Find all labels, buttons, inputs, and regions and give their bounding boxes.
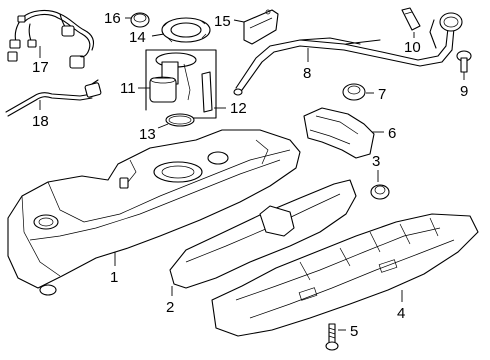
callout-14: 14 xyxy=(129,29,146,46)
vent-line-part xyxy=(5,79,102,117)
heat-shield-part xyxy=(303,107,375,159)
callout-16: 16 xyxy=(104,10,121,27)
lock-ring-part xyxy=(161,17,211,43)
bolt-9-part xyxy=(456,50,472,73)
callout-5: 5 xyxy=(350,323,358,340)
bolt-5-part xyxy=(325,323,339,351)
fuel-pump-seal-part xyxy=(165,113,195,127)
wiring-harness-part xyxy=(7,9,95,69)
callout-12: 12 xyxy=(230,100,247,117)
fuel-pump-assembly-part xyxy=(145,49,217,119)
callout-11: 11 xyxy=(120,80,136,97)
callout-7: 7 xyxy=(378,86,386,103)
callout-9: 9 xyxy=(460,83,468,100)
callout-8: 8 xyxy=(303,65,311,82)
fuel-tank-part xyxy=(7,129,301,296)
callout-1: 1 xyxy=(110,269,118,286)
skid-plate-part xyxy=(211,213,479,337)
callout-13: 13 xyxy=(139,126,156,143)
callout-18: 18 xyxy=(32,113,49,130)
callout-15: 15 xyxy=(214,13,231,30)
clip-part xyxy=(342,83,366,101)
bracket-part xyxy=(243,9,279,45)
nut-part xyxy=(370,184,390,200)
callout-2: 2 xyxy=(166,299,174,316)
tank-shield-part xyxy=(169,179,357,289)
lock-ring-cap-part xyxy=(130,12,150,28)
callout-4: 4 xyxy=(397,305,405,322)
filler-pipe-part xyxy=(233,12,463,96)
callout-3: 3 xyxy=(372,153,380,170)
callout-10: 10 xyxy=(404,39,421,56)
callout-17: 17 xyxy=(32,59,49,76)
callout-6: 6 xyxy=(388,125,396,142)
filler-cap-part xyxy=(401,7,421,31)
